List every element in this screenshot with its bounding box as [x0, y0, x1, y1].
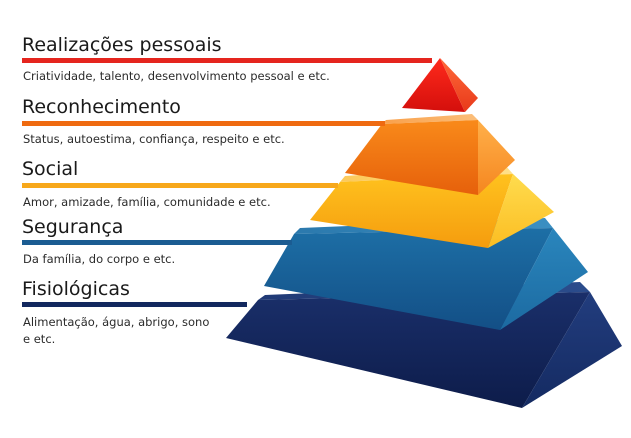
level-line-fisiologicas — [22, 302, 247, 307]
level-desc-seguranca: Da família, do corpo e etc. — [23, 252, 176, 266]
level-line-seguranca — [22, 240, 292, 245]
tier-front-face — [345, 120, 478, 195]
level-title-social: Social — [22, 158, 79, 180]
level-desc-reconhecimento: Status, autoestima, confiança, respeito … — [23, 132, 285, 146]
tier-top-face — [382, 114, 478, 124]
tier-side-face — [500, 228, 588, 330]
tier-side-face — [522, 292, 622, 408]
level-title-fisiologicas: Fisiológicas — [22, 278, 130, 300]
level-title-seguranca: Segurança — [22, 216, 124, 238]
level-desc-fisiologicas-line2: e etc. — [23, 332, 56, 346]
level-line-social — [22, 183, 338, 188]
level-desc-social: Amor, amizade, família, comunidade e etc… — [23, 195, 271, 209]
tier-side-face — [440, 58, 478, 112]
level-line-reconhecimento — [22, 121, 385, 126]
tier-side-face — [488, 174, 554, 248]
tier-side-face — [478, 120, 515, 195]
level-line-realizacoes — [22, 58, 432, 63]
level-title-realizacoes: Realizações pessoais — [22, 34, 222, 56]
tier-front-face — [402, 58, 465, 112]
pyramid-tier-reconhecimento — [345, 114, 515, 195]
level-desc-fisiologicas: Alimentação, água, abrigo, sono — [23, 315, 210, 329]
pyramid-tier-realizacoes — [402, 58, 478, 112]
tier-front-face — [310, 174, 513, 248]
level-title-reconhecimento: Reconhecimento — [22, 96, 181, 118]
level-desc-realizacoes: Criatividade, talento, desenvolvimento p… — [23, 69, 330, 83]
tier-front-face — [264, 228, 553, 330]
